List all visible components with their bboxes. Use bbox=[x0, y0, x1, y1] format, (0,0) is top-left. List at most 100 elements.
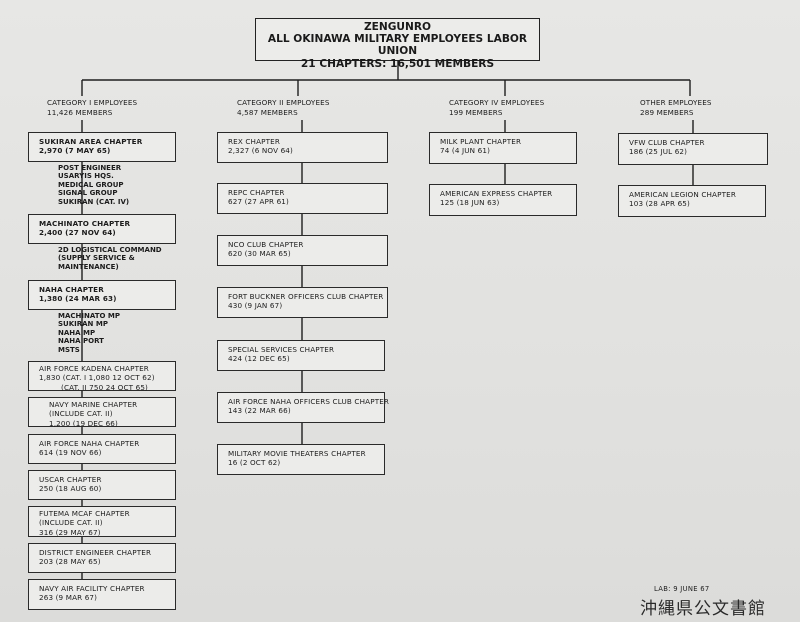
chapter-members: 627 (27 APR 61) bbox=[228, 197, 289, 207]
chapter-box: NAVY MARINE CHAPTER (INCLUDE CAT. II) 1,… bbox=[28, 397, 176, 428]
chapter-name: MILK PLANT CHAPTER bbox=[440, 137, 522, 146]
chapter-members: 430 (9 JAN 67) bbox=[228, 301, 283, 311]
chapter-box: VFW CLUB CHAPTER 186 (25 JUL 62) bbox=[618, 133, 768, 165]
category-4-members: 199 MEMBERS bbox=[449, 108, 503, 117]
chapter-members: 620 (30 MAR 65) bbox=[228, 249, 291, 259]
chapter-members: 1,830 (CAT. I 1,080 12 OCT 62) bbox=[39, 373, 155, 383]
chapter-box: DISTRICT ENGINEER CHAPTER 203 (28 MAY 65… bbox=[28, 543, 176, 573]
chapter-box: SPECIAL SERVICES CHAPTER 424 (12 DEC 65) bbox=[217, 340, 385, 371]
unit-item: 2D LOGISTICAL COMMAND bbox=[58, 246, 162, 254]
chapter-box: FUTEMA MCAF CHAPTER (INCLUDE CAT. II) 31… bbox=[28, 506, 176, 537]
chapter-box: SUKIRAN AREA CHAPTER 2,970 (7 MAY 65) bbox=[28, 132, 176, 162]
chapter-name: REPC CHAPTER bbox=[228, 188, 285, 197]
chapter-box: AMERICAN LEGION CHAPTER 103 (28 APR 65) bbox=[618, 185, 766, 217]
chapter-name: AMERICAN EXPRESS CHAPTER bbox=[440, 189, 553, 198]
chapter-members: 614 (19 NOV 66) bbox=[39, 448, 102, 458]
chapter-members: 250 (18 AUG 60) bbox=[39, 484, 102, 494]
chapter-name: SPECIAL SERVICES CHAPTER bbox=[228, 345, 335, 354]
other-category-members: 289 MEMBERS bbox=[640, 108, 694, 117]
chapter-box: NCO CLUB CHAPTER 620 (30 MAR 65) bbox=[217, 235, 388, 266]
chapter-members: 2,400 (27 NOV 64) bbox=[39, 228, 116, 238]
unit-item: MEDICAL GROUP bbox=[58, 180, 124, 189]
chapter-members: 1,200 (19 DEC 66) bbox=[49, 418, 118, 428]
category-2-name: CATEGORY II EMPLOYEES bbox=[237, 98, 330, 107]
chapter-members: 316 (29 MAY 67) bbox=[39, 527, 101, 537]
chapter-name: NAVY AIR FACILITY CHAPTER bbox=[39, 584, 145, 593]
category-1-members: 11,426 MEMBERS bbox=[47, 108, 113, 117]
chapter-name: DISTRICT ENGINEER CHAPTER bbox=[39, 548, 152, 557]
chapter-box: NAVY AIR FACILITY CHAPTER 263 (9 MAR 67) bbox=[28, 579, 176, 610]
union-title-box: ZENGUNRO ALL OKINAWA MILITARY EMPLOYEES … bbox=[255, 18, 540, 70]
category-4-name: CATEGORY IV EMPLOYEES bbox=[449, 98, 545, 107]
chapter-members: 263 (9 MAR 67) bbox=[39, 593, 98, 603]
chapter-name: FORT BUCKNER OFFICERS CLUB CHAPTER bbox=[228, 292, 384, 301]
unit-item: NAHA MP bbox=[58, 328, 96, 337]
chapter-members: 2,970 (7 MAY 65) bbox=[39, 146, 111, 156]
chapter-name: REX CHAPTER bbox=[228, 137, 280, 146]
unit-item: USARYIS HQS. bbox=[58, 172, 114, 181]
chapter-box: NAHA CHAPTER 1,380 (24 MAR 63) bbox=[28, 280, 176, 310]
chapter-box: AIR FORCE NAHA OFFICERS CLUB CHAPTER 143… bbox=[217, 392, 390, 423]
chapter-members-detail: (INCLUDE CAT. II) bbox=[49, 409, 113, 419]
chapter-box: MILK PLANT CHAPTER 74 (4 JUN 61) bbox=[429, 132, 577, 164]
chapter-box: AMERICAN EXPRESS CHAPTER 125 (18 JUN 63) bbox=[429, 184, 577, 216]
chapter-name: NCO CLUB CHAPTER bbox=[228, 240, 304, 249]
chapter-members-detail: (CAT. II 750 24 OCT 65) bbox=[61, 382, 148, 392]
chapter-members: 143 (22 MAR 66) bbox=[228, 406, 291, 416]
machinato-units-list: 2D LOGISTICAL COMMAND (SUPPLY SERVICE & … bbox=[58, 246, 162, 271]
union-name-full: ALL OKINAWA MILITARY EMPLOYEES LABOR UNI… bbox=[267, 33, 528, 58]
chapter-members: 2,327 (6 NOV 64) bbox=[228, 146, 293, 156]
category-2-members: 4,587 MEMBERS bbox=[237, 108, 298, 117]
chapter-name: VFW CLUB CHAPTER bbox=[629, 138, 705, 147]
unit-item: (SUPPLY SERVICE & bbox=[58, 254, 135, 263]
chapter-members: 16 (2 OCT 62) bbox=[228, 458, 281, 468]
chapter-members: 186 (25 JUL 62) bbox=[629, 147, 688, 157]
unit-item: POST ENGINEER bbox=[58, 164, 122, 172]
chapter-name: USCAR CHAPTER bbox=[39, 475, 102, 484]
unit-item: MACHINATO MP bbox=[58, 312, 120, 320]
unit-item: SUKIRAN (CAT. IV) bbox=[58, 197, 130, 206]
chapter-members: 1,380 (24 MAR 63) bbox=[39, 294, 117, 304]
chapter-members: 424 (12 DEC 65) bbox=[228, 354, 290, 364]
chapter-name: MILITARY MOVIE THEATERS CHAPTER bbox=[228, 449, 366, 458]
chapter-box: REPC CHAPTER 627 (27 APR 61) bbox=[217, 183, 388, 214]
chapter-box: FORT BUCKNER OFFICERS CLUB CHAPTER 430 (… bbox=[217, 287, 388, 318]
unit-item: MSTS bbox=[58, 345, 80, 354]
other-category-name: OTHER EMPLOYEES bbox=[640, 98, 712, 107]
unit-item: MAINTENANCE) bbox=[58, 262, 119, 271]
chapter-members: 203 (28 MAY 65) bbox=[39, 557, 101, 567]
other-category-header: OTHER EMPLOYEES 289 MEMBERS bbox=[640, 98, 712, 118]
chapter-name: SUKIRAN AREA CHAPTER bbox=[39, 137, 143, 146]
lab-date-note: LAB: 9 JUNE 67 bbox=[654, 585, 710, 593]
union-name-short: ZENGUNRO bbox=[363, 21, 432, 33]
unit-item: SUKIRAN MP bbox=[58, 320, 108, 329]
chapter-box: MACHINATO CHAPTER 2,400 (27 NOV 64) bbox=[28, 214, 176, 244]
chapter-name: AIR FORCE NAHA OFFICERS CLUB CHAPTER bbox=[228, 397, 390, 406]
unit-item: NAHA PORT bbox=[58, 337, 104, 346]
chapter-box: REX CHAPTER 2,327 (6 NOV 64) bbox=[217, 132, 388, 163]
union-total-members: 21 CHAPTERS: 16,501 MEMBERS bbox=[300, 57, 495, 70]
chapter-members-detail: (INCLUDE CAT. II) bbox=[39, 518, 103, 528]
chapter-name: MACHINATO CHAPTER bbox=[39, 219, 131, 228]
chapter-box: MILITARY MOVIE THEATERS CHAPTER 16 (2 OC… bbox=[217, 444, 385, 475]
sukiran-units-list: POST ENGINEER USARYIS HQS. MEDICAL GROUP… bbox=[58, 164, 129, 206]
chapter-name: NAHA CHAPTER bbox=[39, 285, 104, 294]
chapter-members: 125 (18 JUN 63) bbox=[440, 198, 500, 208]
chapter-name: AIR FORCE KADENA CHAPTER bbox=[39, 364, 149, 373]
category-1-name: CATEGORY I EMPLOYEES bbox=[47, 98, 138, 107]
chapter-members: 74 (4 JUN 61) bbox=[440, 146, 491, 156]
chapter-name: AMERICAN LEGION CHAPTER bbox=[629, 190, 736, 199]
chapter-name: AIR FORCE NAHA CHAPTER bbox=[39, 439, 140, 448]
archive-stamp: 沖縄県公文書館 bbox=[640, 599, 766, 619]
chapter-name: FUTEMA MCAF CHAPTER bbox=[39, 509, 130, 518]
unit-item: SIGNAL GROUP bbox=[58, 189, 118, 198]
chapter-box: USCAR CHAPTER 250 (18 AUG 60) bbox=[28, 470, 176, 500]
chapter-name: NAVY MARINE CHAPTER bbox=[49, 400, 138, 409]
category-2-header: CATEGORY II EMPLOYEES 4,587 MEMBERS bbox=[237, 98, 330, 118]
chapter-box: AIR FORCE NAHA CHAPTER 614 (19 NOV 66) bbox=[28, 434, 176, 464]
category-4-header: CATEGORY IV EMPLOYEES 199 MEMBERS bbox=[449, 98, 544, 118]
naha-units-list: MACHINATO MP SUKIRAN MP NAHA MP NAHA POR… bbox=[58, 312, 120, 354]
chapter-members: 103 (28 APR 65) bbox=[629, 199, 690, 209]
